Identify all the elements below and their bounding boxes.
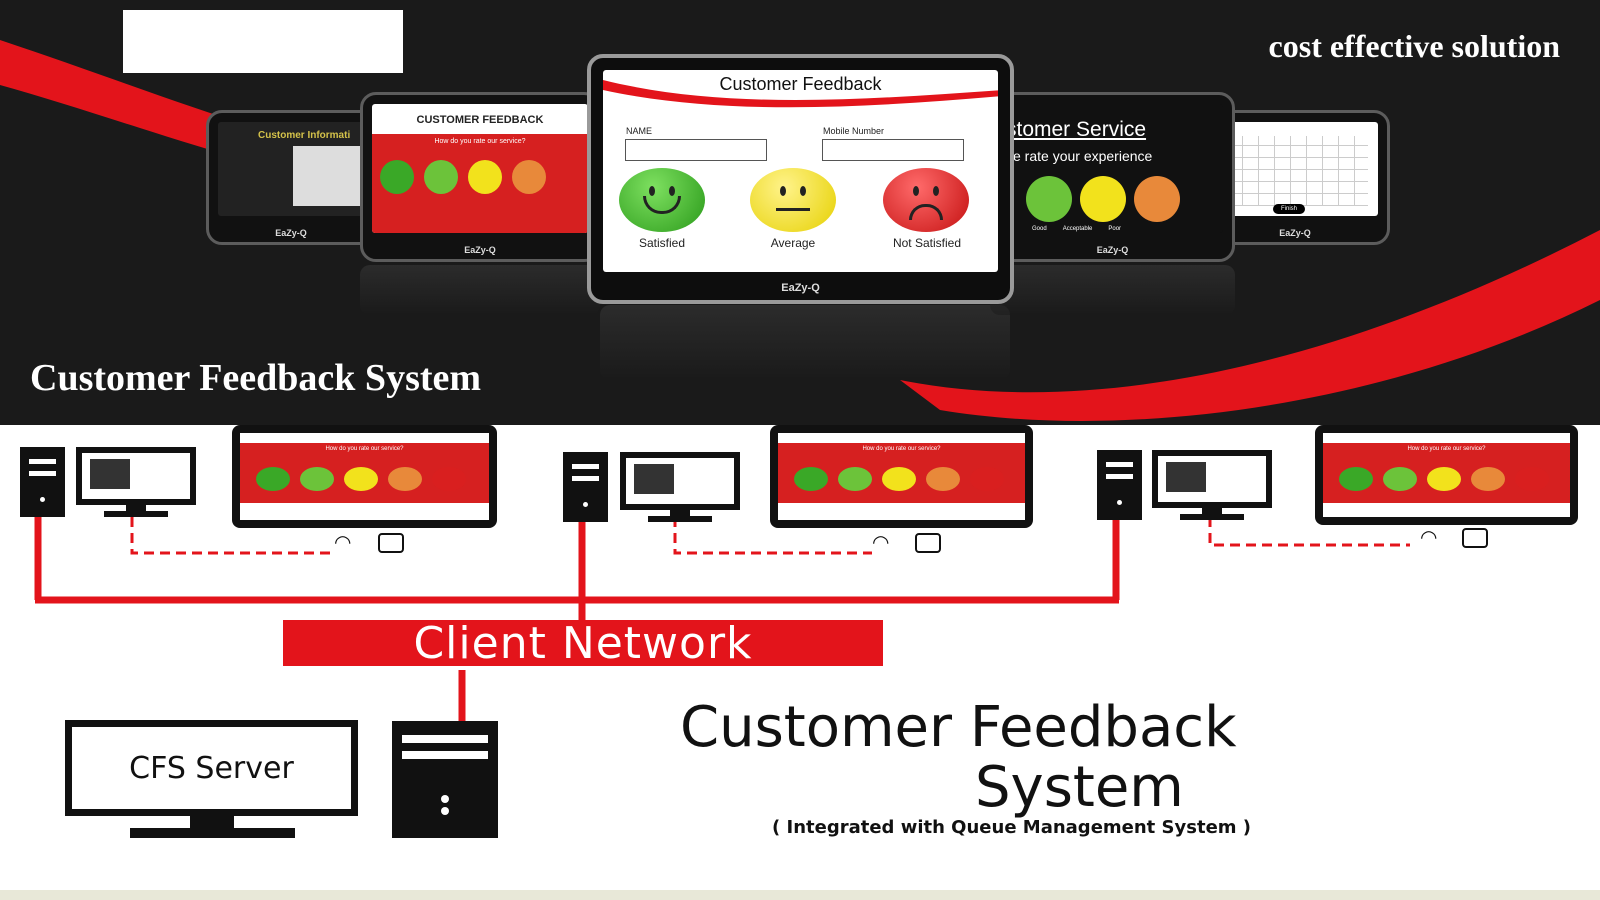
smiley-icon — [300, 467, 334, 491]
power-socket-icon — [378, 533, 404, 553]
cfs-server-monitor: CFS Server — [65, 720, 358, 816]
tablet-main-feedback: Customer Feedback NAME Mobile Number Sat… — [587, 54, 1014, 304]
cfs-server-label: CFS Server — [129, 750, 294, 786]
customer-service-title: stomer Service — [1006, 118, 1147, 141]
tablet-reflection — [360, 265, 600, 315]
tower-pc-icon — [563, 452, 608, 522]
rating-label: Good — [1032, 226, 1047, 232]
smiley-icon — [1339, 467, 1373, 491]
tablet-customer-info: Customer Informati EaZy-Q — [206, 110, 376, 245]
kiosk-question: How do you rate our service? — [325, 446, 404, 452]
tablet-red-title: CUSTOMER FEEDBACK — [416, 114, 544, 126]
tablet-brand: EaZy-Q — [1096, 245, 1129, 255]
smiley-icon — [1026, 176, 1072, 222]
satisfied-smiley-button[interactable] — [619, 168, 705, 232]
tower-pc-icon — [20, 447, 65, 517]
tablet-brand: EaZy-Q — [781, 282, 820, 294]
client-network-text: Client Network — [413, 617, 753, 669]
tablet-brand: EaZy-Q — [1279, 228, 1311, 238]
banner-title: Customer Feedback System — [30, 357, 482, 399]
smiley-icon — [344, 467, 378, 491]
not-satisfied-smiley-button[interactable] — [883, 168, 969, 232]
rating-label: Poor — [1108, 226, 1122, 232]
rating-label-not-satisfied: Not Satisfied — [892, 236, 962, 250]
feedback-kiosk: How do you rate our service? — [770, 425, 1033, 528]
smiley-icon — [970, 467, 1004, 491]
monitor-icon — [76, 447, 196, 505]
tablet-reflection — [600, 305, 1010, 380]
smiley-icon — [1080, 176, 1126, 222]
power-socket-icon — [915, 533, 941, 553]
smiley-icon — [468, 160, 502, 194]
smiley-icon — [388, 467, 422, 491]
mobile-number-input[interactable] — [822, 139, 964, 161]
smiley-icon — [432, 467, 466, 491]
smiley-icon — [882, 467, 916, 491]
smiley-icon — [1515, 467, 1549, 491]
banner-tagline: cost effective solution — [1268, 28, 1560, 64]
name-input[interactable] — [625, 139, 767, 161]
smiley-icon — [512, 160, 546, 194]
smiley-icon — [1383, 467, 1417, 491]
diagram-title-line2: System — [975, 755, 1184, 820]
monitor-icon — [1152, 450, 1272, 508]
feedback-header-swoosh — [603, 80, 998, 108]
rating-label-average: Average — [770, 236, 816, 250]
smiley-icon — [1427, 467, 1461, 491]
main-feedback-title: Customer Feedback — [719, 74, 882, 94]
smiley-icon — [256, 467, 290, 491]
smiley-icon — [794, 467, 828, 491]
feedback-kiosk: How do you rate our service? — [232, 425, 497, 528]
power-socket-icon — [1462, 528, 1488, 548]
client-network-label: Client Network — [283, 617, 883, 669]
mobile-number-label: Mobile Number — [823, 126, 885, 136]
tablet-brand: EaZy-Q — [464, 245, 496, 255]
server-tower-icon — [392, 721, 498, 838]
rating-label: Acceptable — [1062, 226, 1093, 232]
monitor-icon — [620, 452, 740, 510]
customer-service-subtitle: se rate your experience — [1006, 148, 1153, 164]
wifi-icon: ◠ — [872, 532, 890, 554]
smiley-icon — [380, 160, 414, 194]
smiley-icon — [838, 467, 872, 491]
tablet-customer-feedback-red: CUSTOMER FEEDBACK How do you rate our se… — [360, 92, 600, 262]
wifi-icon: ◠ — [334, 532, 352, 554]
average-smiley-button[interactable] — [750, 168, 836, 232]
smiley-icon — [1134, 176, 1180, 222]
feedback-kiosk: How do you rate our service? — [1315, 425, 1578, 525]
logo-placeholder — [123, 10, 403, 73]
network-lines — [34, 515, 1410, 723]
tablet-red-question: How do you rate our service? — [434, 138, 526, 145]
smiley-icon — [1471, 467, 1505, 491]
wifi-icon: ◠ — [1420, 527, 1438, 549]
finish-button[interactable]: Finish — [1273, 204, 1306, 214]
name-label: NAME — [626, 126, 653, 136]
promo-banner: cost effective solution Customer Feedbac… — [0, 0, 1600, 425]
smiley-icon — [926, 467, 960, 491]
diagram-subtitle: ( Integrated with Queue Management Syste… — [772, 817, 1252, 838]
tablet-reflection — [990, 265, 1235, 315]
smiley-icon — [424, 160, 458, 194]
kiosk-question: How do you rate our service? — [862, 446, 941, 452]
tablet-customer-service: stomer Service se rate your experience G… — [990, 92, 1235, 262]
rating-label-satisfied: Satisfied — [638, 236, 686, 250]
diagram-title-line1: Customer Feedback — [680, 695, 1237, 760]
network-diagram: How do you rate our service? ◠ How do yo… — [0, 425, 1600, 900]
tower-pc-icon — [1097, 450, 1142, 520]
customer-info-title: Customer Informati — [258, 130, 351, 141]
tablet-brand: EaZy-Q — [275, 228, 307, 238]
bottom-strip — [0, 890, 1600, 900]
kiosk-question: How do you rate our service? — [1407, 446, 1486, 452]
